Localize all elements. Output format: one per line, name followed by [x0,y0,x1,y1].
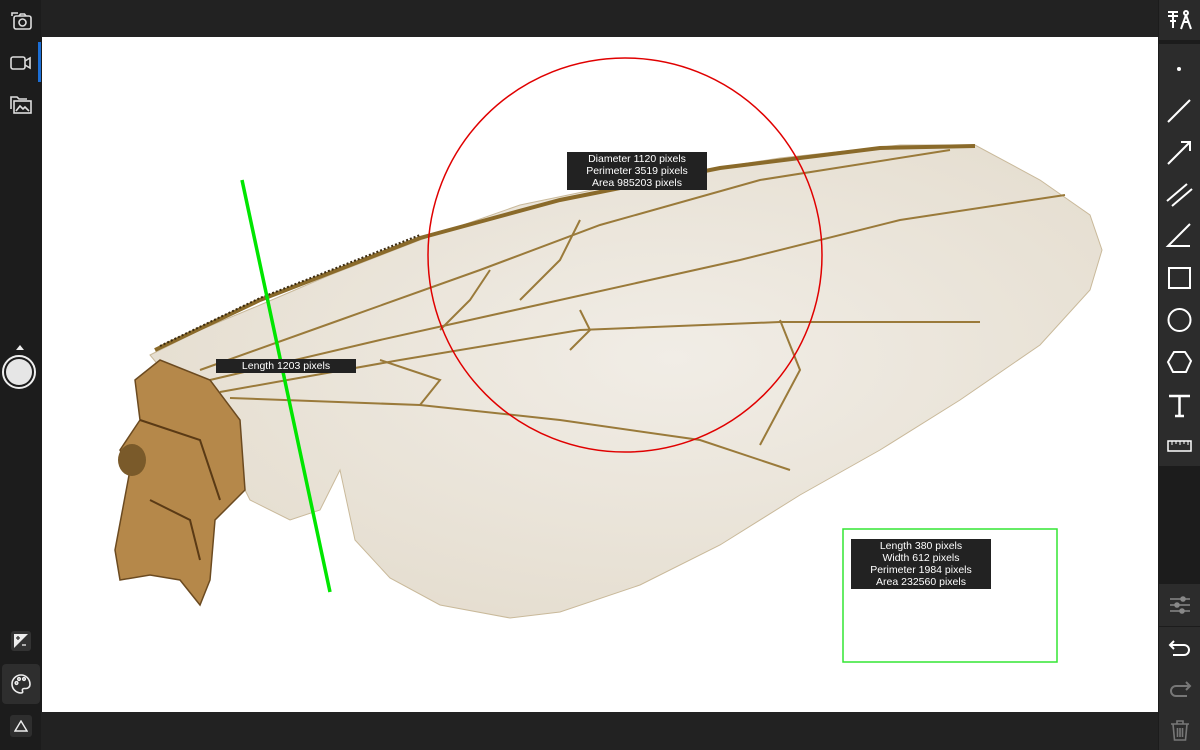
color-palette-button[interactable] [2,664,40,704]
circle-diameter: Diameter 1120 pixels [588,153,686,165]
rect-area: Area 232560 pixels [876,576,966,588]
rectangle-measurement[interactable] [842,528,1058,663]
image-canvas[interactable]: Length 1203 pixels Diameter 1120 pixels … [42,37,1158,712]
sliders-icon [1169,596,1190,614]
circle-area: Area 985203 pixels [592,177,682,189]
video-camera-icon[interactable] [0,45,41,81]
text-tool-icon[interactable] [1169,394,1190,418]
circle-perimeter: Perimeter 3519 pixels [586,165,688,177]
collapse-toggle-icon[interactable] [0,708,41,744]
rectangle-stats-label: Length 380 pixels Width 612 pixels Perim… [851,539,991,589]
bottom-bar [41,712,1158,750]
left-toolbar [0,0,41,750]
palette-icon [11,674,31,694]
undo-button[interactable] [1159,627,1200,669]
line-tool-icon[interactable] [1167,99,1191,123]
undo-icon [1168,640,1190,656]
line-length-label: Length 1203 pixels [216,359,356,373]
arrow-tool-icon[interactable] [1167,141,1191,165]
redo-icon [1169,681,1191,697]
exposure-icon[interactable] [0,623,41,659]
circle-stats-label: Diameter 1120 pixels Perimeter 3519 pixe… [567,152,707,190]
point-tool-icon[interactable] [1177,67,1181,71]
parallel-lines-tool-icon[interactable] [1166,183,1193,207]
measure-tools-toggle[interactable] [1159,0,1200,40]
measurement-overlay [240,57,1058,663]
shutter-button[interactable] [2,355,36,389]
wing-specimen-image [114,144,1103,619]
delete-button[interactable] [1159,710,1200,750]
measurement-tools-panel [1159,44,1200,466]
top-bar [41,0,1158,37]
rect-length: Length 380 pixels [879,540,963,552]
rectangle-tool-icon[interactable] [1168,267,1191,289]
camera-icon[interactable] [0,3,41,39]
redo-button[interactable] [1159,668,1200,710]
length-measurement-line[interactable] [240,179,332,593]
expand-arrow-icon[interactable] [16,345,24,350]
gallery-folder-icon[interactable] [0,86,41,122]
angle-tool-icon[interactable] [1165,223,1191,247]
settings-sliders-button[interactable] [1159,584,1200,626]
rect-width: Width 612 pixels [882,552,960,564]
rect-perimeter: Perimeter 1984 pixels [870,564,972,576]
active-indicator [38,42,41,82]
trash-icon [1170,720,1189,741]
circle-measurement[interactable] [427,57,823,453]
polygon-tool-icon[interactable] [1166,351,1193,373]
scale-ruler-tool-icon[interactable] [1167,440,1192,452]
measure-tools-icon [1167,10,1192,30]
circle-tool-icon[interactable] [1167,308,1192,332]
